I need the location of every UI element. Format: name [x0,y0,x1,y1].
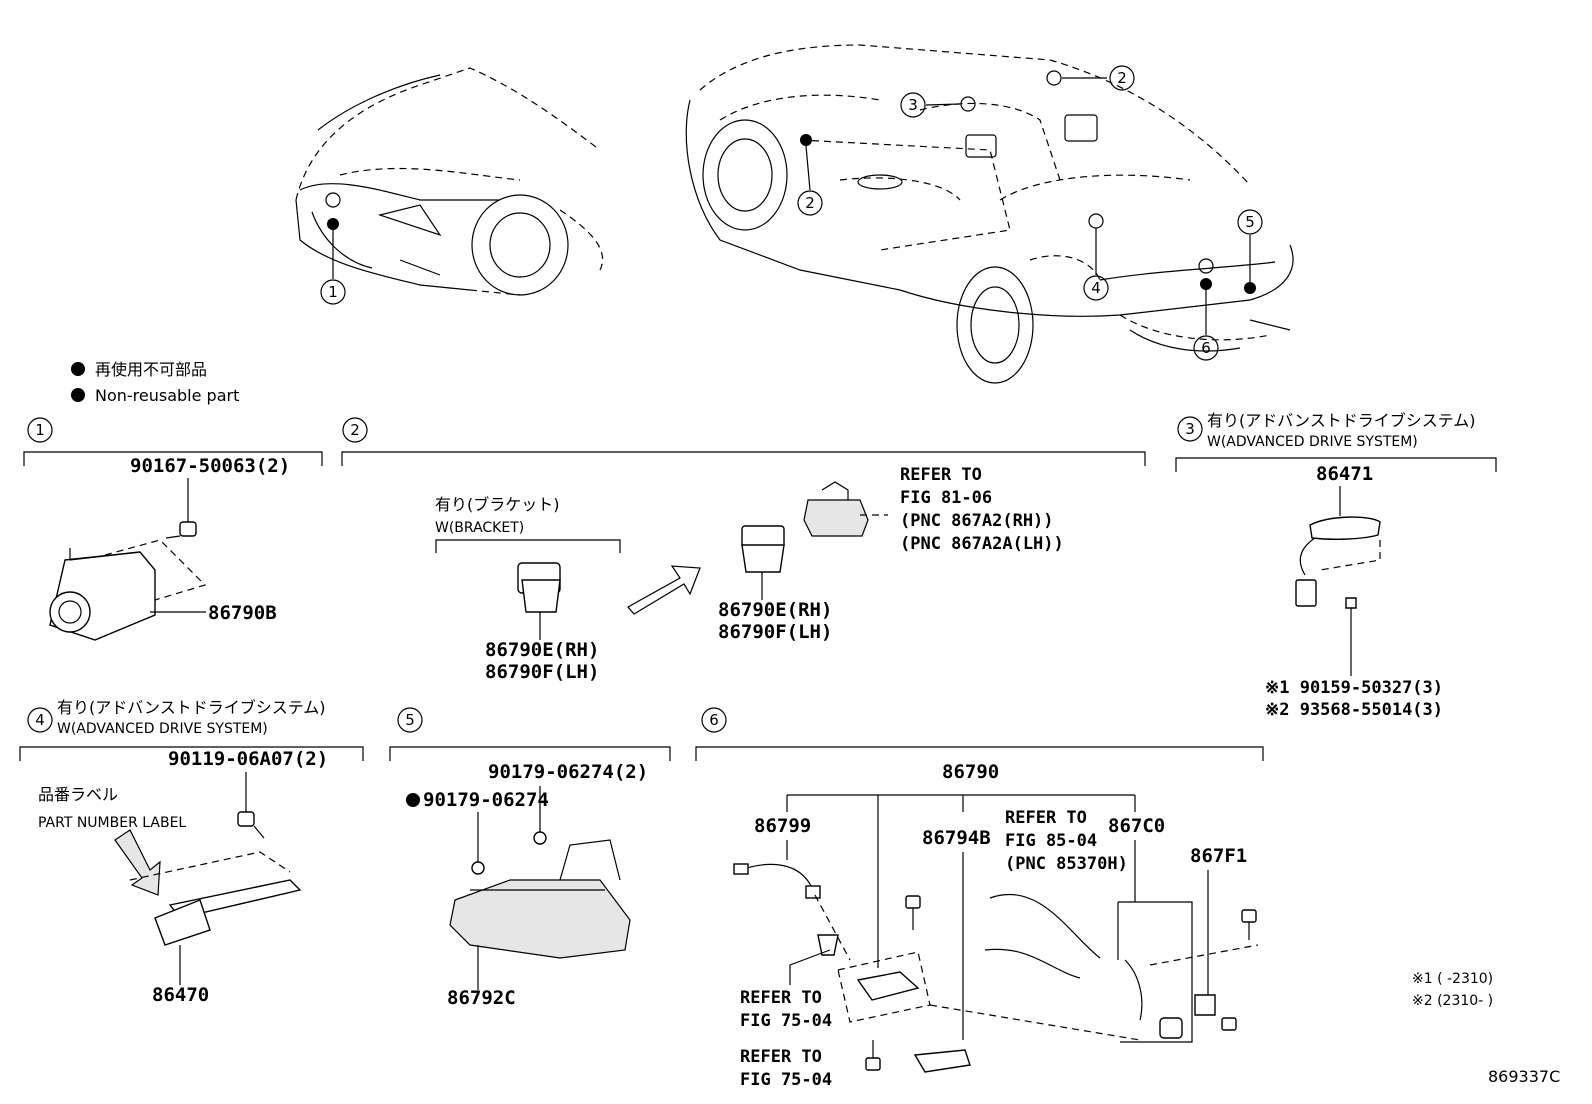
part-number-86790f-right: 86790F(LH) [718,621,832,643]
legend-ja: 再使用不可部品 [95,360,207,379]
section-number: 6 [709,711,719,729]
part-number-86790f-left: 86790F(LH) [485,661,599,683]
section-number: 5 [405,711,415,729]
refer-line-3: (PNC 867A2(RH)) [900,511,1054,531]
label-ja: 品番ラベル [38,785,118,804]
car-callout-6: 6 [1193,335,1219,361]
note-1: ※1 90159-50327(3) [1265,678,1443,698]
callout-label: 2 [805,194,815,212]
refer-line-1: REFER TO [900,465,982,485]
callout-label: 1 [328,283,338,301]
section-3: 3 有り(アドバンストドライブシステム) W(ADVANCED DRIVE SY… [1175,411,1497,720]
bracket-condition-ja: 有り(ブラケット) [435,495,560,514]
section-number: 2 [350,421,360,439]
car-callout-1: 1 [320,279,346,305]
front-car-illustration [295,67,604,296]
condition-ja: 有り(アドバンストドライブシステム) [1207,411,1476,430]
callout-label: 3 [908,96,918,114]
part-number-867f1: 867F1 [1190,845,1247,867]
footnote-1: ※1 ( -2310) [1412,971,1493,987]
footnotes: ※1 ( -2310) ※2 (2310- ) [1412,971,1493,1009]
part-number-86799: 86799 [754,815,811,837]
section-number: 1 [35,421,45,439]
condition-en: W(ADVANCED DRIVE SYSTEM) [1207,434,1418,450]
refer-c-line-2: FIG 75-04 [740,1070,832,1090]
part-number-86790b: 86790B [208,602,277,624]
car-callout-5: 5 [1237,209,1263,235]
part-number-90179-2: 90179-06274(2) [488,761,648,783]
non-reusable-dot-icon [406,793,420,807]
callout-label: 5 [1245,213,1255,231]
bracket-condition-en: W(BRACKET) [435,520,524,536]
rear-car-illustration [685,44,1294,384]
part-number-86790: 86790 [942,761,999,783]
part-number-90119: 90119-06A07(2) [168,748,328,770]
section-number: 4 [35,711,45,729]
refer-b-line-2: FIG 75-04 [740,1011,832,1031]
non-reusable-dot-icon [71,362,85,376]
car-callout-2a: 2 [1109,65,1135,91]
part-number-867c0: 867C0 [1108,815,1165,837]
part-number-86792c: 86792C [447,987,516,1009]
part-number-86790e-right: 86790E(RH) [718,599,832,621]
part-number-86470: 86470 [152,984,209,1006]
car-callout-2b: 2 [797,190,823,216]
note-2: ※2 93568-55014(3) [1265,700,1443,720]
condition-en: W(ADVANCED DRIVE SYSTEM) [57,721,268,737]
part-number-86794b: 86794B [922,827,991,849]
section-5: 5 90179-06274(2) 90179-06274 86792C [389,707,671,1009]
section-2: 2 有り(ブラケット) W(BRACKET) 86790E(RH) 86790F… [341,417,1146,683]
car-callout-4: 4 [1083,275,1109,301]
refer-line-4: (PNC 867A2A(LH)) [900,534,1064,554]
refer-c-line-1: REFER TO [740,1047,822,1067]
refer-a-line-2: FIG 85-04 [1005,831,1097,851]
car-callout-3: 3 [900,92,926,118]
footnote-2: ※2 (2310- ) [1412,993,1493,1009]
section-1: 1 90167-50063(2) 86790B [23,417,323,641]
callout-label: 6 [1201,339,1211,357]
part-number-86790e-left: 86790E(RH) [485,639,599,661]
arrow-icon [627,565,701,615]
legend: 再使用不可部品 Non-reusable part [71,360,239,405]
refer-a-line-3: (PNC 85370H) [1005,854,1128,874]
part-number-90179-nr: 90179-06274 [423,789,549,811]
part-number-90167: 90167-50063(2) [130,455,290,477]
refer-a-line-1: REFER TO [1005,808,1087,828]
section-number: 3 [1185,420,1195,438]
figure-id: 869337C [1488,1067,1560,1086]
callout-label: 4 [1091,279,1101,297]
label-pointer-arrow-icon [114,829,161,896]
callout-label: 2 [1117,69,1127,87]
section-6: 6 86790 86799 86794B 867C0 867F1 REFER T… [695,707,1264,1090]
non-reusable-dot-icon [71,388,85,402]
refer-b-line-1: REFER TO [740,988,822,1008]
condition-ja: 有り(アドバンストドライブシステム) [57,698,326,717]
legend-en: Non-reusable part [95,386,239,405]
part-number-86471: 86471 [1316,463,1373,485]
label-en: PART NUMBER LABEL [38,815,186,831]
refer-line-2: FIG 81-06 [900,488,992,508]
section-4: 4 有り(アドバンストドライブシステム) W(ADVANCED DRIVE SY… [19,698,364,1006]
